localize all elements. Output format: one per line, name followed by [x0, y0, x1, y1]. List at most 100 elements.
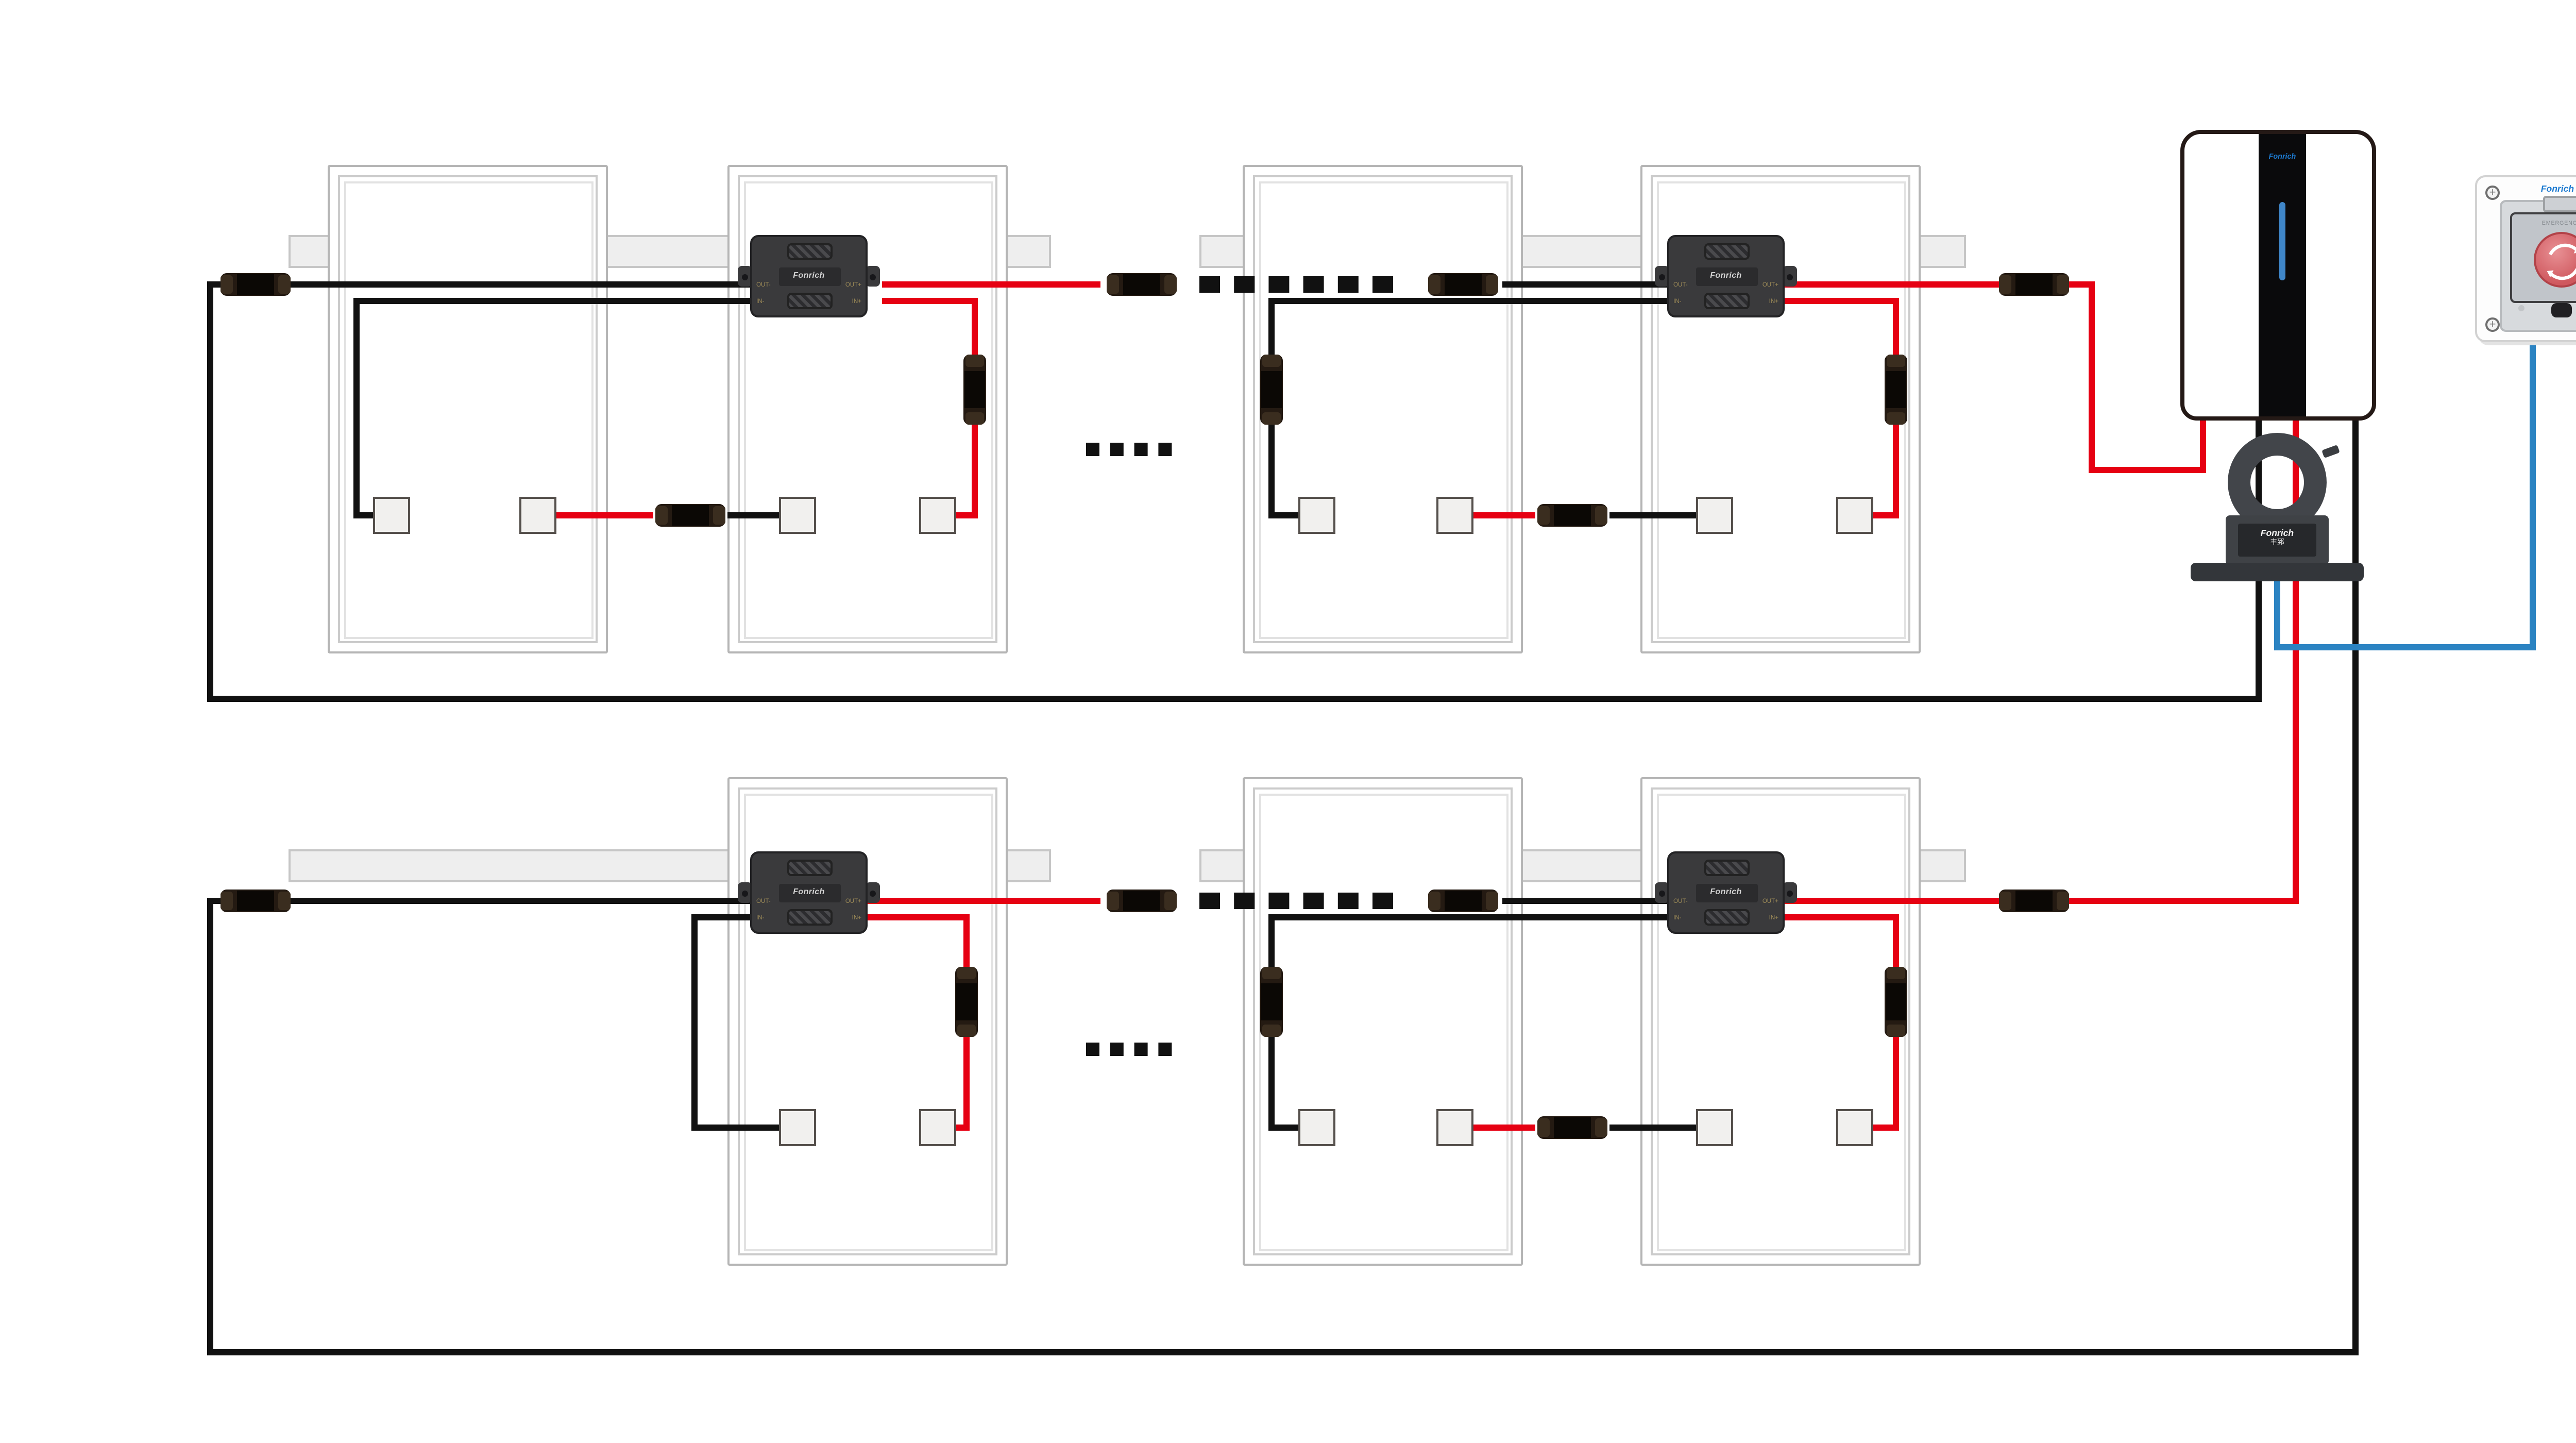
rapid-shutdown-device: Fonrich OUT- IN- OUT+ IN+ [738, 851, 880, 934]
mounting-ear [1655, 266, 1669, 287]
mc4-connector [221, 273, 291, 296]
inverter: Fonrich [2180, 130, 2376, 421]
port-label-in-plus: IN+ [852, 297, 861, 305]
mc4-connector [1537, 1116, 1607, 1139]
port-label-out-minus: OUT- [1673, 897, 1688, 905]
rsd-brand-label: Fonrich [1695, 267, 1757, 285]
mounting-ear [738, 882, 752, 903]
junction-box [779, 1109, 816, 1146]
mounting-ear [738, 266, 752, 287]
mc4-connector [1537, 504, 1607, 527]
junction-box [373, 497, 410, 534]
mc4-connector [1885, 355, 1907, 425]
mc4-connector [1260, 967, 1283, 1037]
emergency-label: EMERGENCY [2541, 221, 2576, 227]
inverter-status-led [2279, 202, 2285, 280]
estop-module: EMERGENCY [2500, 196, 2576, 332]
vent [1703, 860, 1749, 876]
inverter-brand-label: Fonrich [2268, 153, 2296, 161]
ct-to-estop-blue-wire [2274, 344, 2536, 650]
vent [786, 860, 832, 876]
rapid-shutdown-device: Fonrich OUT- IN- OUT+ IN+ [1655, 851, 1797, 934]
port-label-out-minus: OUT- [756, 897, 771, 905]
mc4-connector [655, 504, 725, 527]
port-label-in-minus: IN- [1673, 913, 1682, 921]
mounting-ear [1655, 882, 1669, 903]
estop-lock-knob [2551, 303, 2572, 317]
mounting-ear [1783, 266, 1797, 287]
vent [1703, 293, 1749, 309]
port-label-out-minus: OUT- [1673, 280, 1688, 289]
mc4-connector [1999, 273, 2069, 296]
vent [786, 293, 832, 309]
junction-box [919, 1109, 956, 1146]
string1-positive-to-inverter [1785, 281, 2206, 473]
junction-box [519, 497, 556, 534]
port-label-out-plus: OUT+ [1762, 280, 1778, 289]
string1-negative-wire [207, 281, 2262, 702]
estop-brand-label: Fonrich [2540, 182, 2574, 193]
estop-cover: EMERGENCY [2510, 212, 2576, 303]
junction-box [919, 497, 956, 534]
mounting-ear [866, 266, 880, 287]
rsd-brand-label: Fonrich [778, 267, 840, 285]
junction-box [1836, 1109, 1873, 1146]
port-label-out-plus: OUT+ [845, 897, 861, 905]
solar-panel [1243, 165, 1523, 653]
mc4-connector [1107, 273, 1177, 296]
junction-box [1298, 497, 1335, 534]
junction-box [1436, 497, 1473, 534]
estop-cover-hinge [2543, 196, 2576, 212]
string2-negative-wire [207, 355, 2359, 1355]
screw-icon: + [2485, 317, 2500, 332]
string1-panel4-positive-lead [1785, 298, 1899, 518]
string2-panel-positive-lead [1785, 914, 1899, 1131]
estop-arrows [2547, 243, 2576, 280]
string2-panel-negative-lead [1268, 914, 1667, 1131]
rsd-brand-label: Fonrich [1695, 884, 1757, 901]
junction-box [1696, 497, 1733, 534]
string1-panel1-negative-lead [353, 298, 750, 518]
port-label-in-plus: IN+ [1769, 913, 1778, 921]
junction-box [1836, 497, 1873, 534]
mc4-connector [963, 355, 986, 425]
string1-panel2-positive-lead [882, 298, 978, 518]
mc4-connector [1107, 890, 1177, 912]
mounting-ear [1783, 882, 1797, 903]
port-label-in-minus: IN- [1673, 297, 1682, 305]
ct-base [2191, 563, 2364, 581]
mc4-connector [1885, 967, 1907, 1037]
emergency-stop-button [2534, 232, 2576, 288]
string2-panel-positive-lead [868, 914, 970, 1131]
solar-panel [1243, 777, 1523, 1266]
port-label-in-plus: IN+ [852, 913, 861, 921]
emergency-stop-box: + + + + Fonrich EMERGENCY [2475, 175, 2576, 342]
mc4-connector [221, 890, 291, 912]
estop-indicator [2518, 305, 2524, 311]
mc4-connector [955, 967, 978, 1037]
vent [786, 243, 832, 260]
mc4-connector [1999, 890, 2069, 912]
junction-box [1298, 1109, 1335, 1146]
junction-box [1436, 1109, 1473, 1146]
rapid-shutdown-device: Fonrich OUT- IN- OUT+ IN+ [738, 235, 880, 317]
mc4-connector [1428, 273, 1498, 296]
screw-icon: + [2485, 186, 2500, 200]
rsd-brand-label: Fonrich [778, 884, 840, 901]
string1-panel3-negative-lead [1268, 298, 1667, 518]
port-label-in-plus: IN+ [1769, 297, 1778, 305]
vent [786, 909, 832, 926]
string2-positive-to-inverter [1785, 355, 2299, 904]
vent [1703, 243, 1749, 260]
mc4-connector [1260, 355, 1283, 425]
rapid-shutdown-device: Fonrich OUT- IN- OUT+ IN+ [1655, 235, 1797, 317]
port-label-in-minus: IN- [756, 297, 765, 305]
junction-box [779, 497, 816, 534]
junction-box [1696, 1109, 1733, 1146]
port-label-out-minus: OUT- [756, 280, 771, 289]
port-label-in-minus: IN- [756, 913, 765, 921]
mc4-connectors [221, 273, 2069, 1139]
